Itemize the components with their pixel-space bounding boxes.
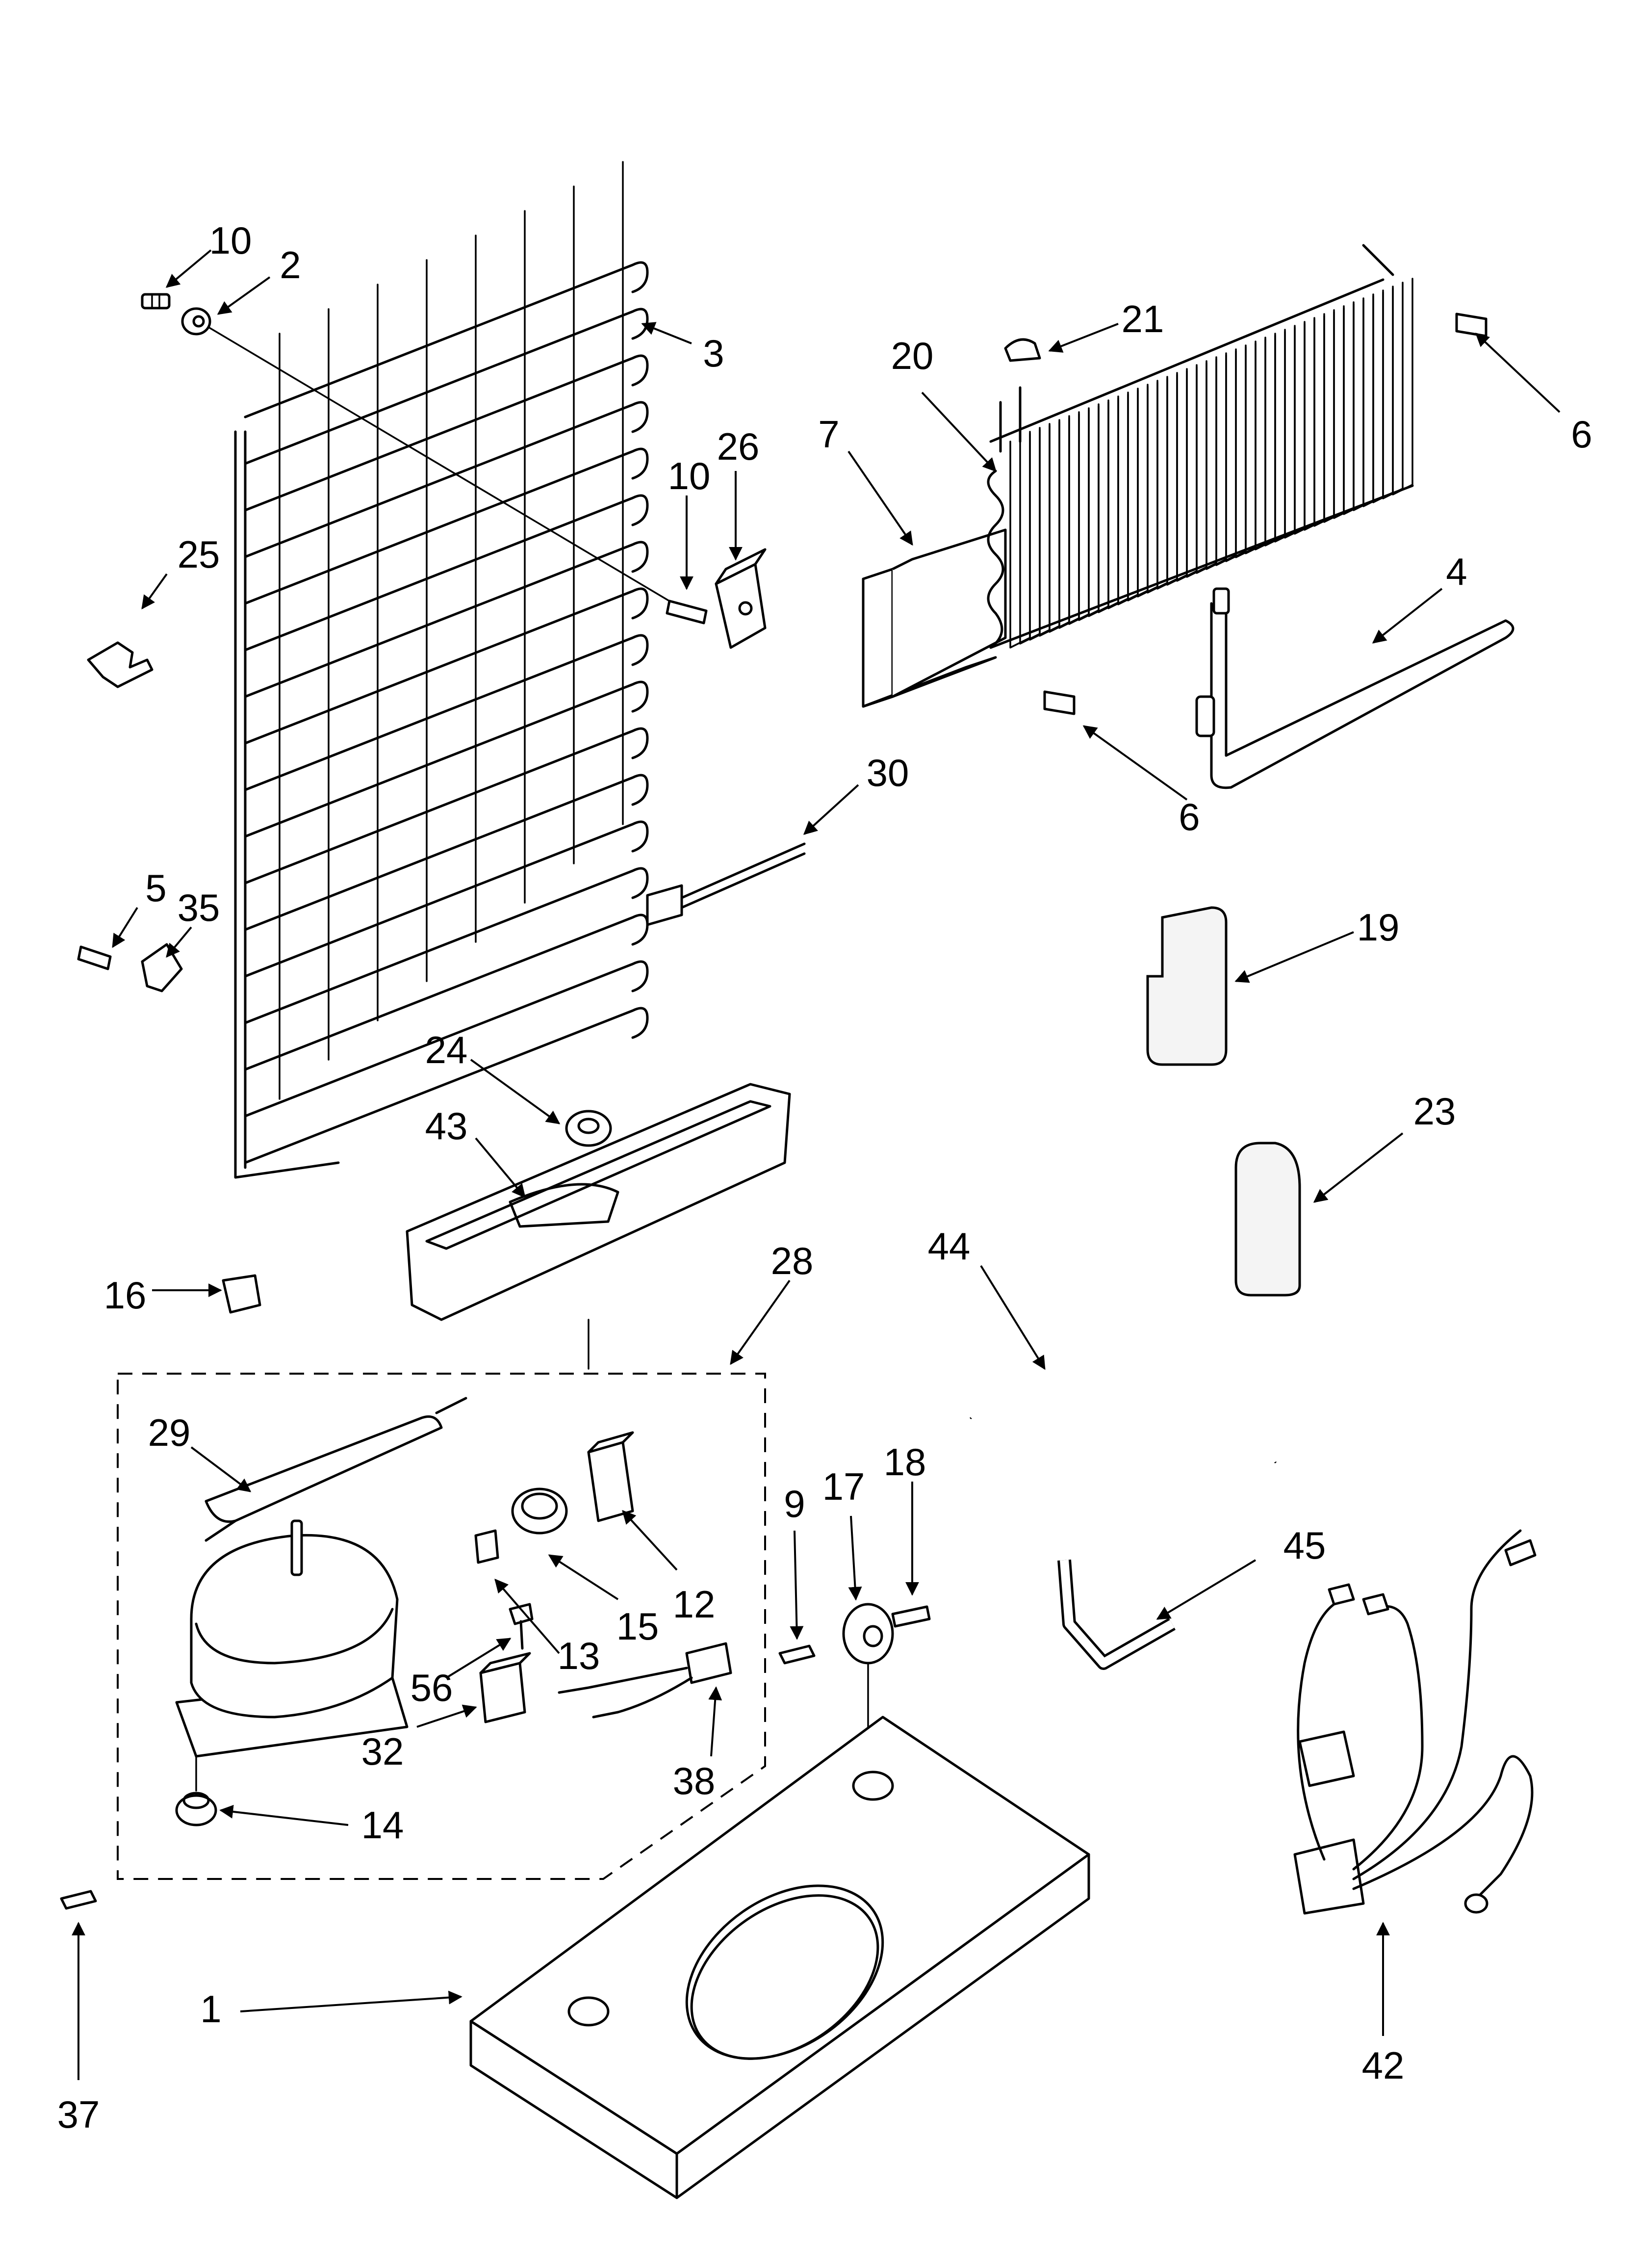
- compressor: [175, 1519, 409, 1826]
- clip-37: [60, 1890, 97, 1910]
- coil-loop: [244, 774, 649, 931]
- screw-5: [77, 945, 112, 970]
- coil-loop: [244, 680, 649, 838]
- spacer-2: [181, 307, 211, 336]
- clip-9: [778, 1644, 816, 1665]
- clip-35: [141, 943, 183, 992]
- drier-29: [205, 1397, 467, 1542]
- coil-loop: [244, 494, 649, 652]
- coil-loop: [244, 587, 649, 745]
- screw-10-top: [141, 293, 171, 310]
- foam-19: [1146, 906, 1228, 1066]
- clip-16: [222, 1274, 261, 1314]
- relay-15: [511, 1487, 568, 1535]
- coil-loop: [244, 1007, 649, 1164]
- screw-10-mid: [666, 600, 708, 625]
- clip-13: [474, 1529, 499, 1564]
- tie-strap-30: [646, 842, 806, 926]
- coil-loop: [244, 867, 649, 1024]
- clip-21: [1004, 338, 1041, 362]
- wire-harness-42: [1293, 1529, 1537, 1915]
- defrost-heater-4: [1195, 587, 1514, 789]
- coil-loop: [244, 308, 649, 465]
- condenser-coil: [198, 161, 683, 1179]
- grommet-24: [565, 1110, 612, 1147]
- clip-25: [87, 641, 154, 688]
- screw-6-bottom: [1043, 690, 1076, 715]
- wire-38: [558, 1642, 732, 1719]
- coil-loop: [244, 401, 649, 558]
- base-plate-1: [469, 1716, 1090, 2199]
- coil-loop: [244, 820, 649, 978]
- leader-lines: [72, 249, 1561, 2080]
- tube-45: [1057, 1559, 1176, 1670]
- coil-loop: [244, 541, 649, 698]
- coil-loop: [244, 447, 649, 605]
- screw-56: [509, 1603, 534, 1650]
- evaporator: [862, 244, 1414, 708]
- capacitor-32: [479, 1652, 531, 1723]
- drain-pan-43: [406, 1083, 791, 1370]
- coil-loop: [244, 913, 649, 1071]
- coil-loop: [244, 634, 649, 791]
- coil-loop: [244, 354, 649, 512]
- coil-loop: [244, 960, 649, 1118]
- coil-loop: [244, 727, 649, 885]
- overload-12: [587, 1431, 634, 1522]
- coil-loop: [244, 261, 649, 418]
- screw-18: [891, 1605, 931, 1628]
- screw-6-top: [1455, 313, 1488, 338]
- foam-23: [1234, 1142, 1301, 1297]
- compressor-kit-28: [117, 1373, 766, 1880]
- bracket-26: [715, 548, 767, 649]
- tube-44: [968, 1364, 1279, 1464]
